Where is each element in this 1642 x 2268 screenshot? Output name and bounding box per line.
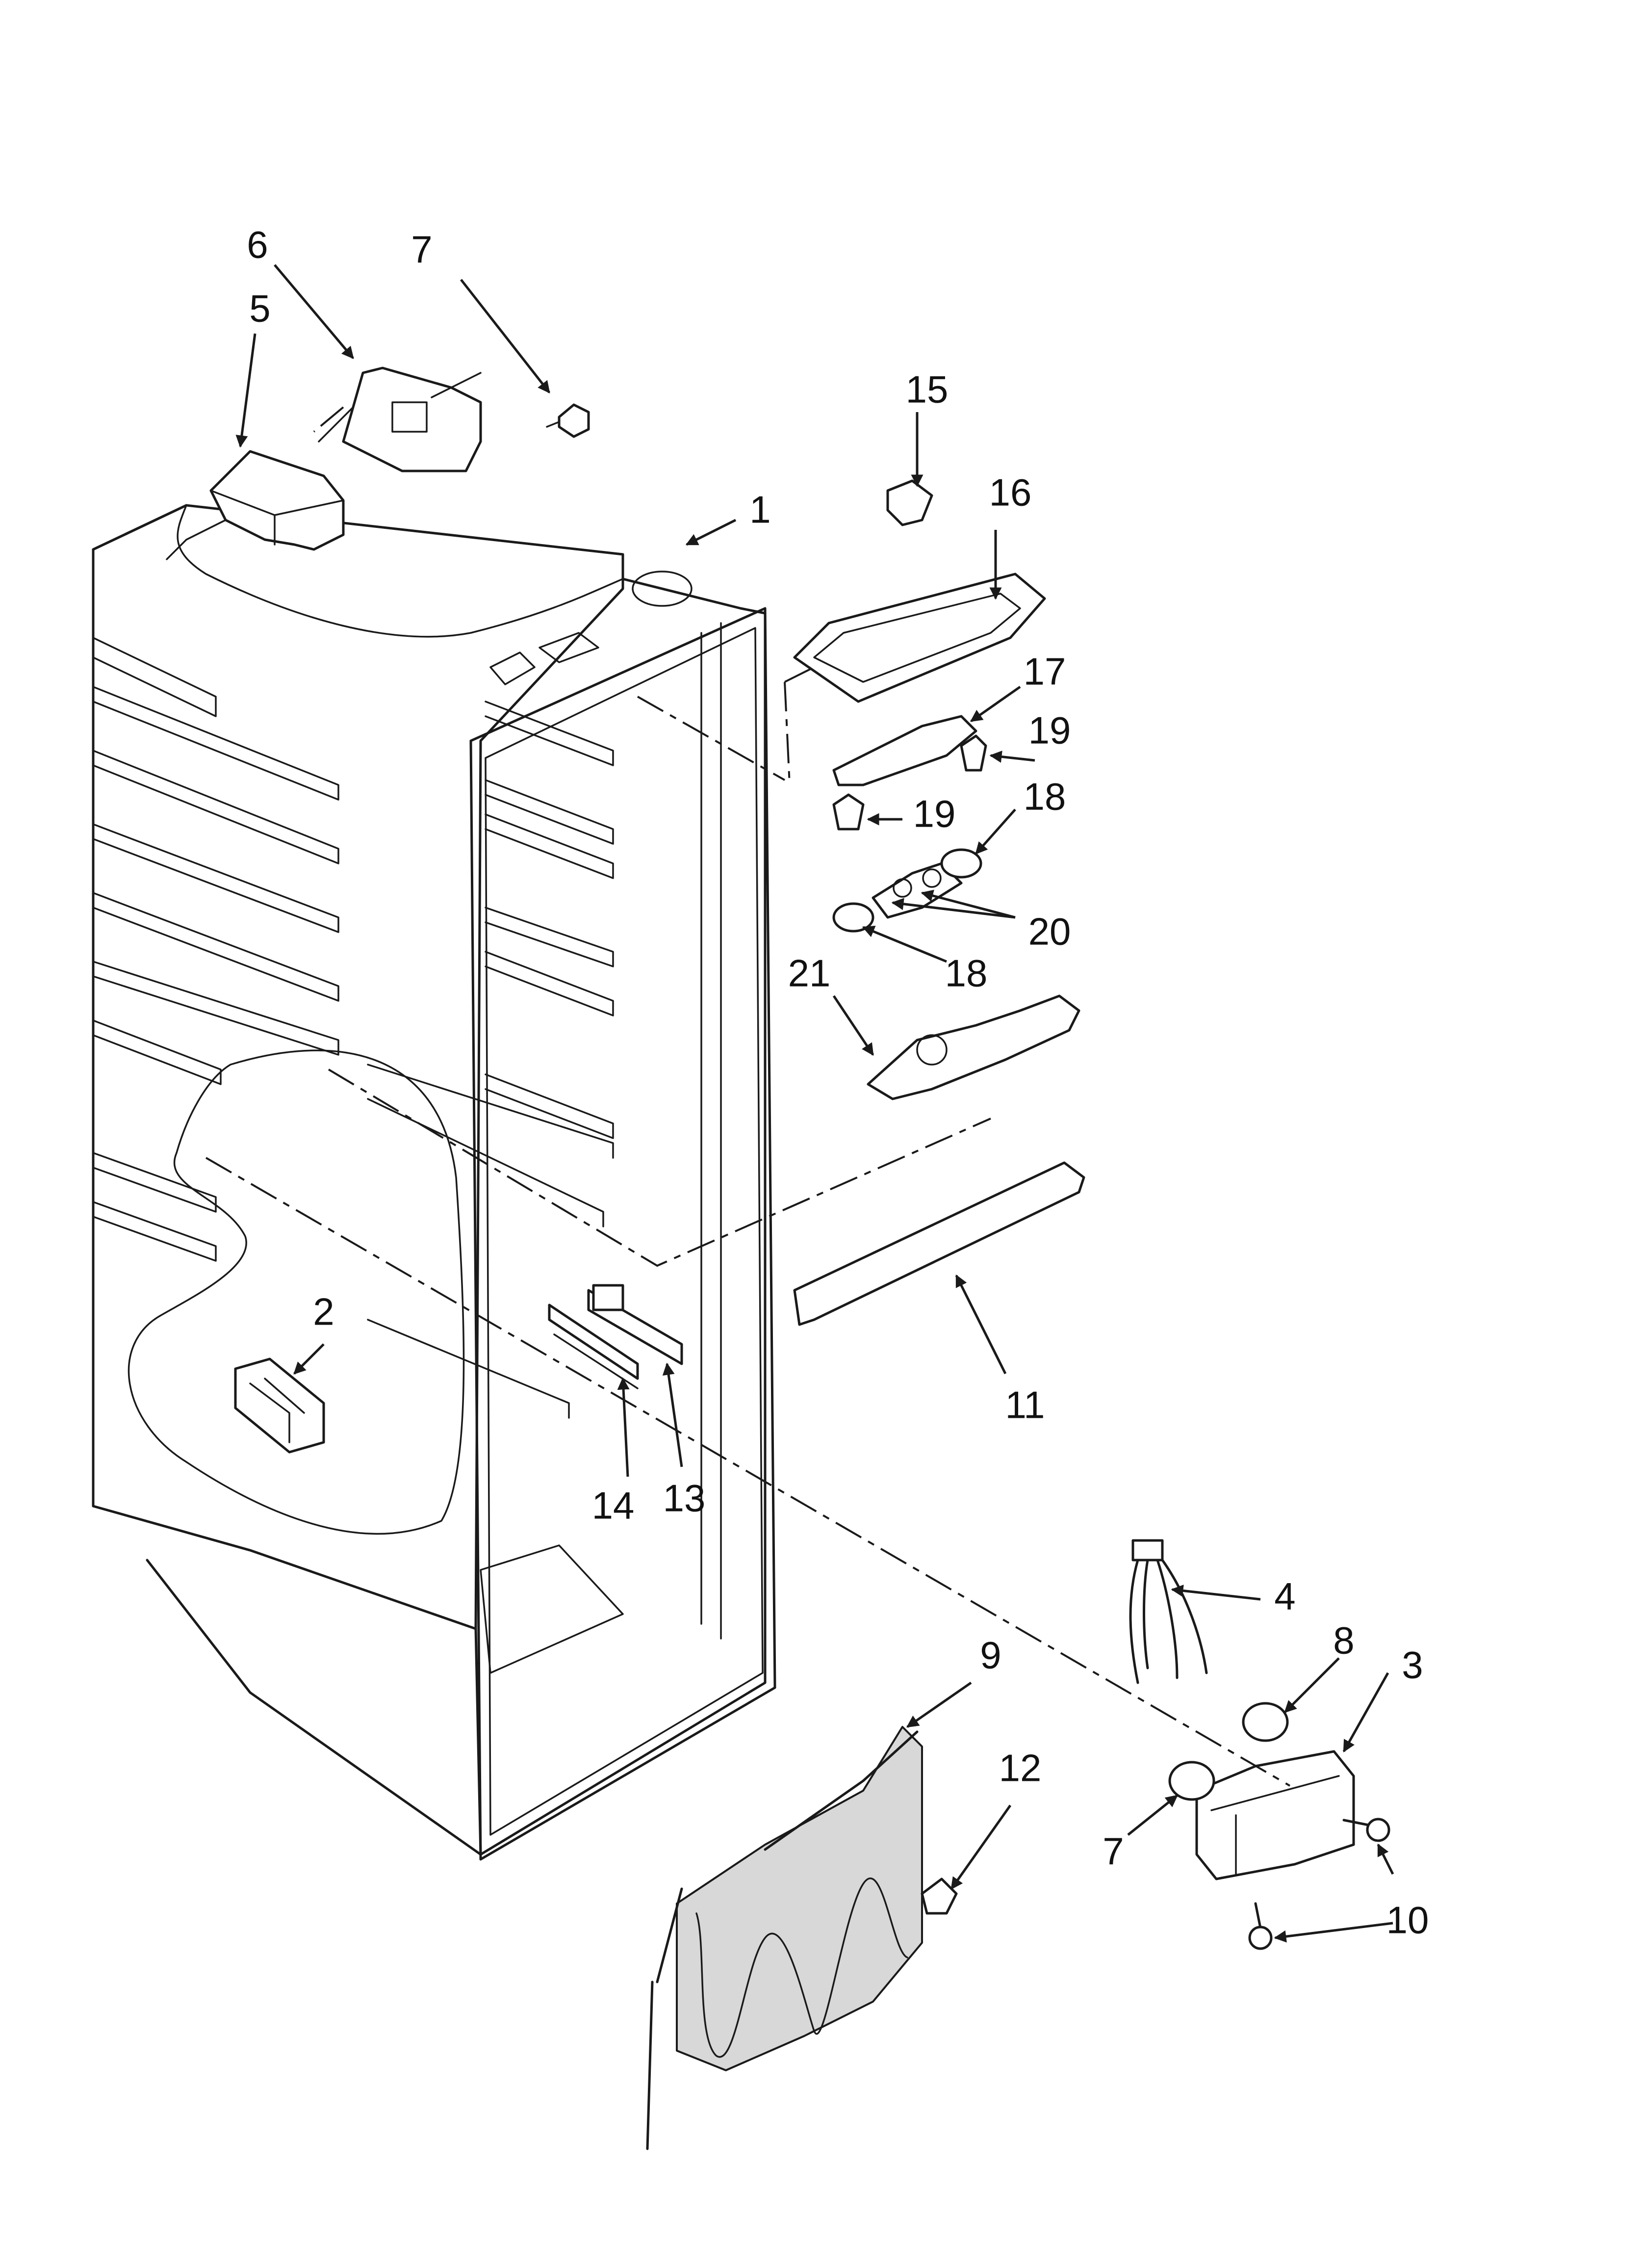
part-10-pins <box>1248 1818 1390 1950</box>
part-17-lens <box>832 715 977 786</box>
callout-19-right: 19 <box>1028 709 1071 752</box>
callout-21: 21 <box>788 952 831 995</box>
callout-labels: 1 2 3 4 5 6 7 7 8 9 10 11 12 13 14 15 16… <box>247 223 1429 1942</box>
callout-17: 17 <box>1024 650 1066 693</box>
callout-1: 1 <box>749 488 770 531</box>
part-9-evaporator <box>646 1726 923 2150</box>
callout-7-bottom: 7 <box>1103 1830 1124 1873</box>
part-7-grommet <box>1168 1761 1215 1801</box>
part-12-screw <box>921 1877 958 1915</box>
left-wall-shelf-rails <box>92 637 339 1262</box>
part-7-screw-top <box>546 403 590 438</box>
part-11-panel <box>793 1161 1085 1326</box>
part-19-screws <box>832 734 987 831</box>
part-15-clip <box>886 479 933 526</box>
callout-14: 14 <box>592 1484 635 1527</box>
callout-10: 10 <box>1386 1899 1429 1942</box>
part-6-bracket <box>318 366 482 472</box>
callout-12: 12 <box>999 1747 1042 1790</box>
part-18-bulbs <box>832 848 982 933</box>
right-wall-shelf-rails <box>367 701 614 1419</box>
callout-19-left: 19 <box>913 792 956 835</box>
callout-13: 13 <box>663 1477 706 1520</box>
callout-9: 9 <box>980 1634 1001 1677</box>
callout-15: 15 <box>906 368 949 411</box>
part-2-damper <box>234 1357 325 1454</box>
callout-3: 3 <box>1402 1643 1423 1687</box>
callout-18-upper: 18 <box>1024 775 1066 818</box>
part-21-shield <box>867 994 1080 1100</box>
part-5-control-housing <box>166 450 345 560</box>
part-4-wire-harness <box>1129 1539 1208 1684</box>
part-3-bracket <box>1195 1750 1355 1880</box>
assembly-guide-lines <box>205 406 1291 1787</box>
callout-2: 2 <box>313 1290 334 1333</box>
callout-18-lower: 18 <box>945 952 988 995</box>
callout-7-top: 7 <box>411 228 432 271</box>
callout-6: 6 <box>247 223 268 266</box>
leader-lines <box>235 264 1394 1943</box>
refrigerator-liner <box>92 504 776 1861</box>
callout-5: 5 <box>249 287 270 330</box>
callout-20: 20 <box>1028 910 1071 953</box>
callout-4: 4 <box>1274 1575 1295 1618</box>
callout-16: 16 <box>989 471 1032 514</box>
part-16-light-housing <box>793 573 1046 703</box>
part-8-grommet <box>1242 1702 1289 1742</box>
part-13-strip <box>587 1284 683 1365</box>
callout-8: 8 <box>1333 1619 1354 1662</box>
callout-11: 11 <box>1005 1383 1045 1427</box>
